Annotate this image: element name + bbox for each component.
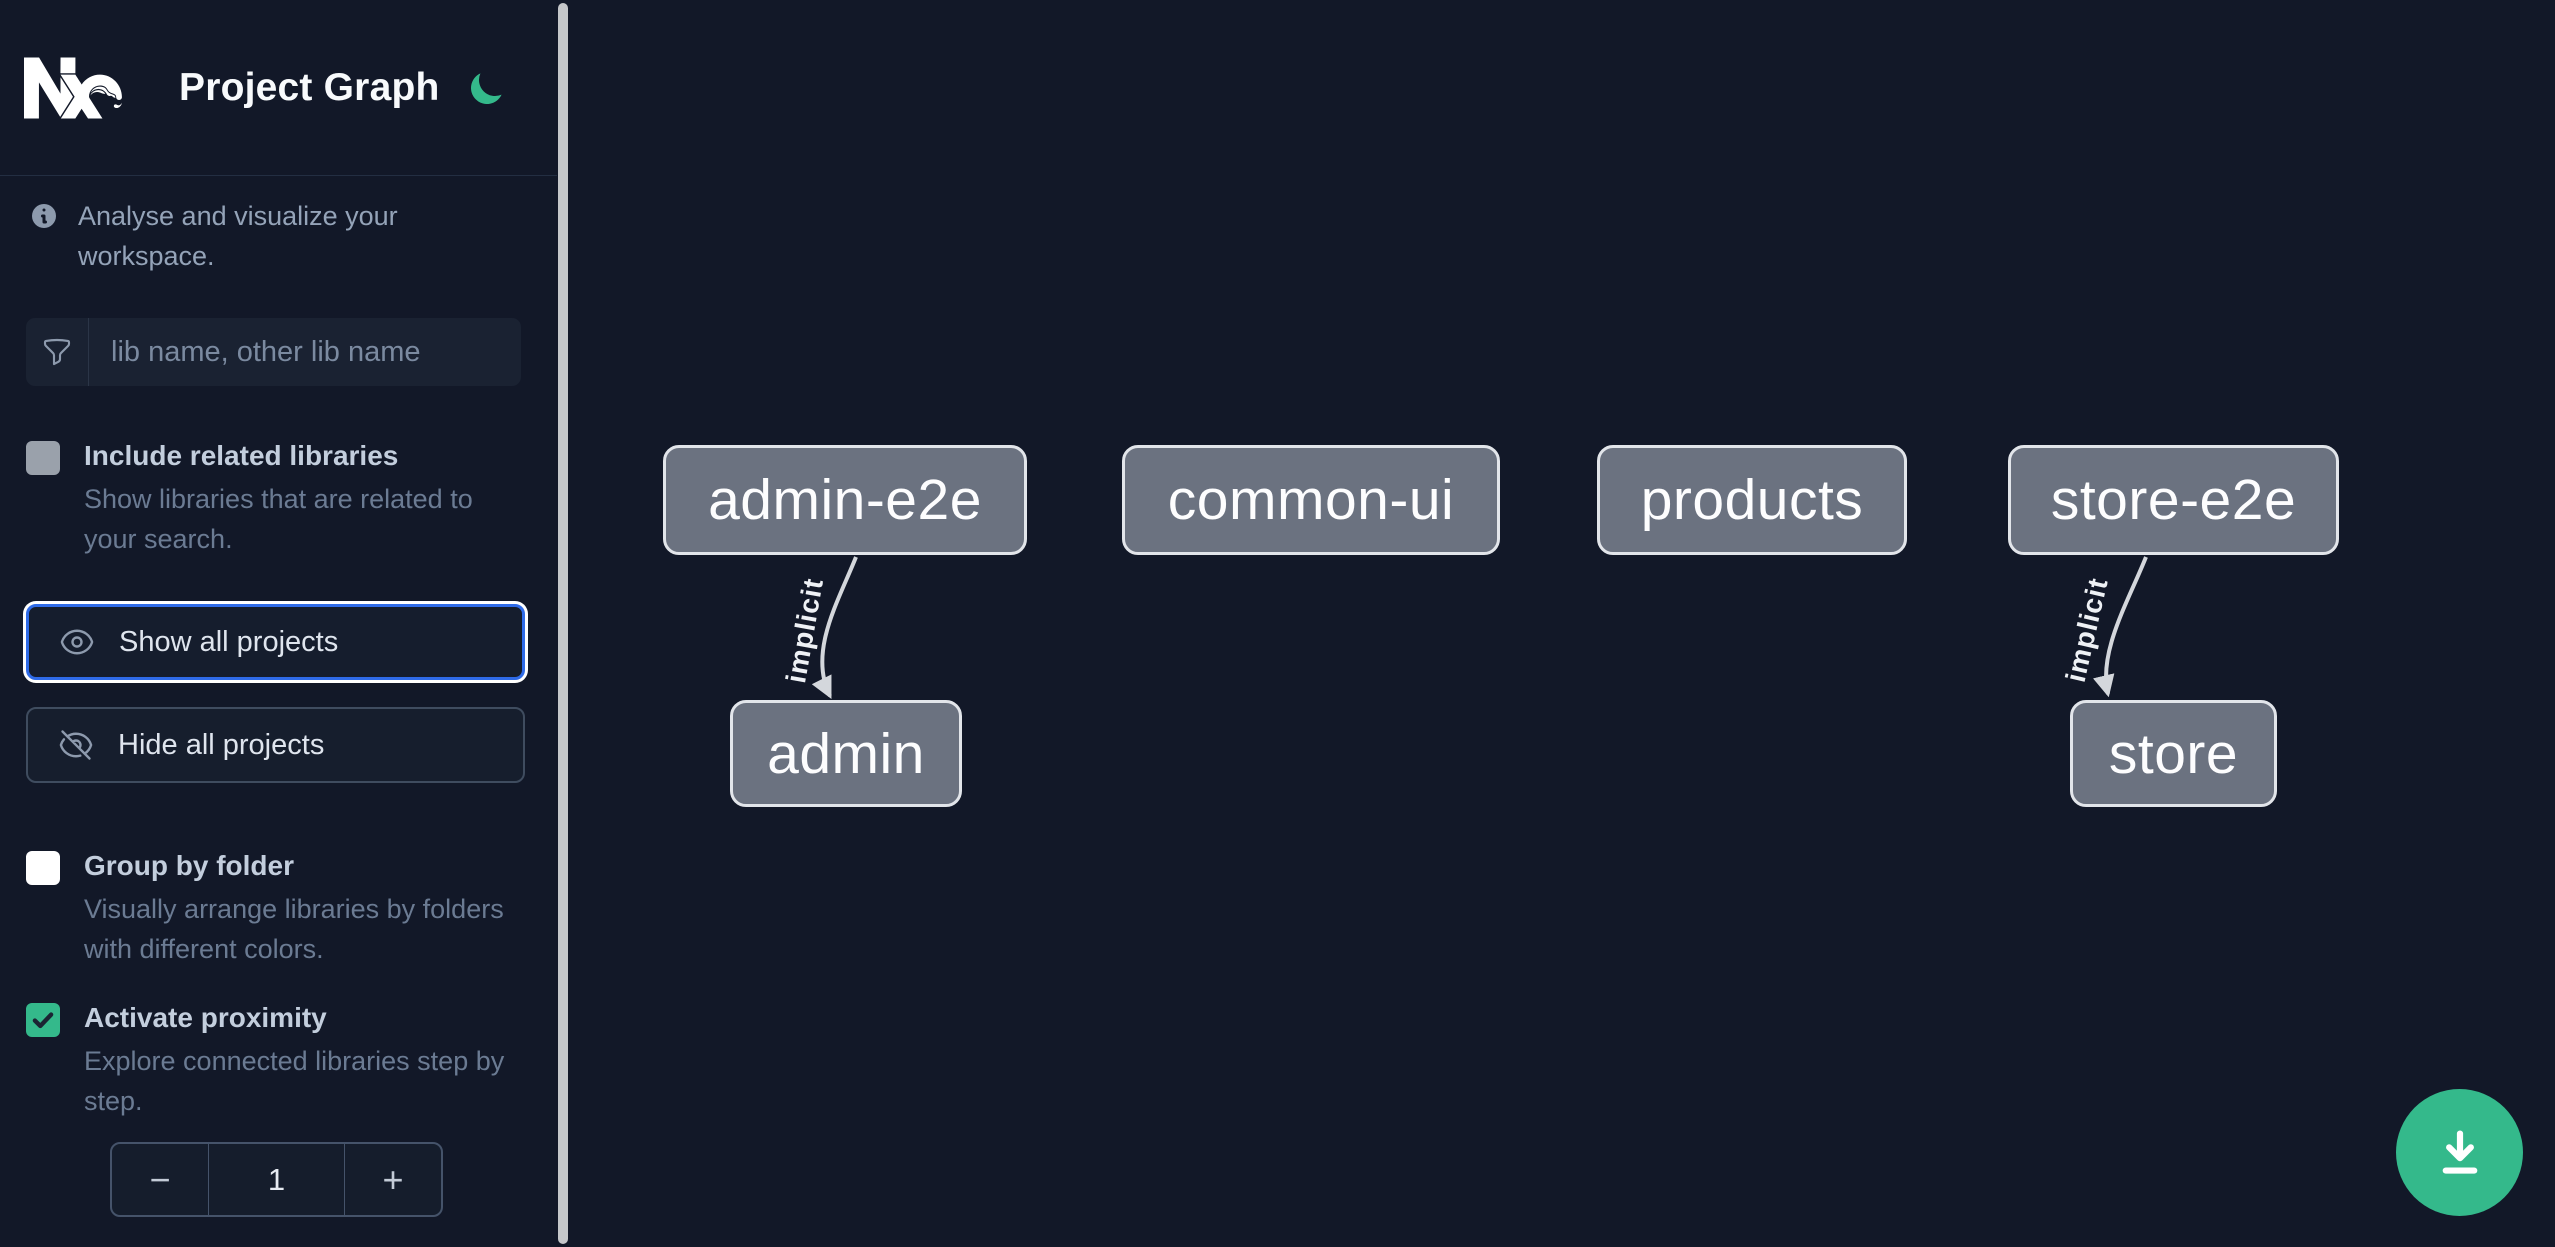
include-related-description: Show libraries that are related to your … bbox=[84, 484, 473, 554]
check-icon bbox=[32, 1012, 54, 1029]
include-related-checkbox[interactable] bbox=[26, 441, 60, 475]
option-activate-proximity: Activate proximity Explore connected lib… bbox=[26, 1000, 524, 1121]
tagline-row: Analyse and visualize your workspace. bbox=[29, 196, 529, 276]
option-include-related: Include related libraries Show libraries… bbox=[26, 438, 524, 559]
hide-all-projects-label: Hide all projects bbox=[118, 728, 325, 761]
tagline-text: Analyse and visualize your workspace. bbox=[78, 201, 398, 271]
download-icon bbox=[2442, 1130, 2477, 1174]
node-store-e2e[interactable]: store-e2e bbox=[2008, 445, 2339, 555]
group-by-folder-description: Visually arrange libraries by folders wi… bbox=[84, 894, 504, 964]
include-related-label[interactable]: Include related libraries bbox=[84, 440, 399, 471]
increment-button[interactable]: + bbox=[345, 1144, 441, 1215]
node-admin[interactable]: admin bbox=[730, 700, 962, 807]
search-icon-box bbox=[26, 318, 89, 386]
page-title: Project Graph bbox=[179, 65, 440, 109]
node-common-ui[interactable]: common-ui bbox=[1122, 445, 1500, 555]
search-input[interactable] bbox=[89, 318, 521, 386]
edge-admin-e2e-admin bbox=[811, 556, 858, 699]
show-all-projects-button[interactable]: Show all projects bbox=[26, 604, 525, 680]
sidebar-scrollbar bbox=[557, 0, 569, 1247]
activate-proximity-checkbox[interactable] bbox=[26, 1003, 60, 1037]
project-graph-canvas[interactable]: implicit implicit admin-e2e common-ui pr… bbox=[569, 0, 2555, 1247]
group-by-folder-checkbox[interactable] bbox=[26, 851, 60, 885]
filter-icon bbox=[43, 338, 71, 366]
group-by-folder-label[interactable]: Group by folder bbox=[84, 850, 294, 881]
download-graph-button[interactable] bbox=[2396, 1089, 2523, 1216]
eye-icon bbox=[59, 624, 95, 660]
scrollbar-thumb[interactable] bbox=[558, 3, 568, 1244]
activate-proximity-description: Explore connected libraries step by step… bbox=[84, 1046, 505, 1116]
sidebar-header: Project Graph bbox=[0, 0, 557, 176]
nx-logo bbox=[24, 57, 122, 118]
eye-slash-icon bbox=[58, 727, 94, 763]
info-icon bbox=[32, 204, 56, 228]
edge-label-implicit-1: implicit bbox=[780, 575, 829, 685]
decrement-button[interactable]: − bbox=[112, 1144, 208, 1215]
proximity-depth-value[interactable]: 1 bbox=[208, 1144, 345, 1215]
sidebar: Project Graph Analyse and visualize your… bbox=[0, 0, 557, 1247]
search-box bbox=[26, 318, 521, 386]
graph-edges: implicit implicit bbox=[780, 556, 2148, 699]
node-store[interactable]: store bbox=[2070, 700, 2277, 807]
node-admin-e2e[interactable]: admin-e2e bbox=[663, 445, 1027, 555]
activate-proximity-label[interactable]: Activate proximity bbox=[84, 1002, 327, 1033]
hide-all-projects-button[interactable]: Hide all projects bbox=[26, 707, 525, 783]
proximity-depth-stepper: − 1 + bbox=[110, 1142, 443, 1217]
moon-icon bbox=[471, 72, 502, 104]
edge-label-implicit-2: implicit bbox=[2060, 575, 2114, 685]
option-group-by-folder: Group by folder Visually arrange librari… bbox=[26, 848, 524, 969]
show-all-projects-label: Show all projects bbox=[119, 625, 339, 658]
theme-toggle-button[interactable] bbox=[467, 68, 507, 108]
node-products[interactable]: products bbox=[1597, 445, 1907, 555]
edge-store-e2e-store bbox=[2092, 556, 2148, 698]
